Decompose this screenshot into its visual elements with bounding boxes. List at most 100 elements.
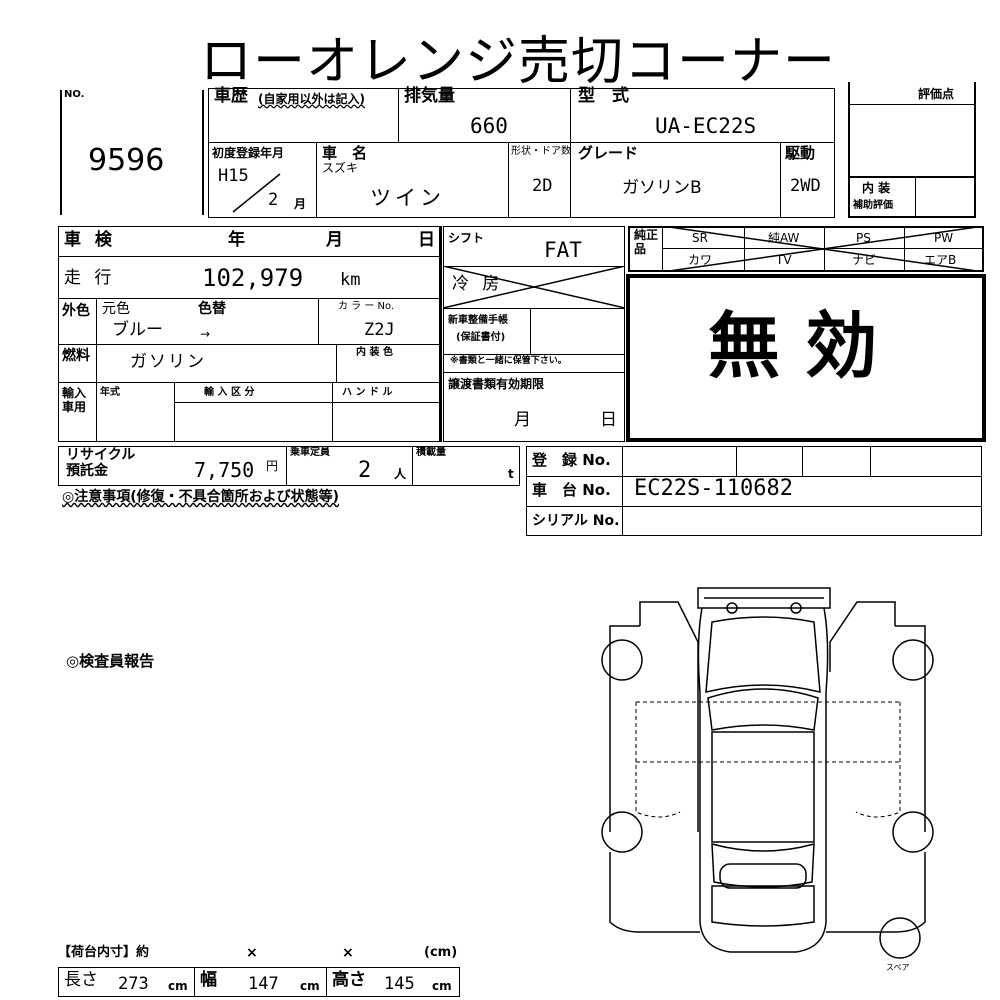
cargo-width-label: 幅 <box>200 970 217 990</box>
mileage-label: 走 行 <box>64 268 116 288</box>
color-code-label: カ ラ ー No. <box>338 301 395 312</box>
equip-pw: PW <box>934 231 954 245</box>
aircon-cross <box>443 266 625 308</box>
fuel-side-label: 燃料 <box>62 348 90 364</box>
equip-aw: 純AW <box>768 231 800 245</box>
spec-grid <box>58 226 440 442</box>
import-class-label: 輸 入 区 分 <box>204 387 255 398</box>
first-reg-month: 2 <box>268 190 279 210</box>
inspection-month: 月 <box>326 230 343 250</box>
history-label: 車歴 <box>214 86 248 106</box>
cargo-x2: × <box>342 945 354 961</box>
shift-value: FAT <box>544 238 582 262</box>
cargo-length-cm: cm <box>168 979 188 993</box>
void-stamp: 無 効 <box>708 304 878 388</box>
equipment-cross <box>662 226 984 272</box>
grade-label: グレード <box>578 144 639 162</box>
change-color-label: 色替 <box>198 301 226 317</box>
car-body-diagram <box>601 587 934 953</box>
rating-label: 評価点 <box>918 87 955 101</box>
registration-label: 登 録 No. <box>532 451 611 469</box>
inspection-year: 年 <box>228 230 245 250</box>
history-note: (自家用以外は記入) <box>258 92 365 106</box>
lot-number: 9596 <box>88 143 165 178</box>
lot-bracket <box>60 90 204 215</box>
load-unit: t <box>508 467 514 481</box>
displacement-value: 660 <box>470 114 508 138</box>
model-label: 型 式 <box>578 86 629 106</box>
service-book-note: ※書類と一緒に保管下さい。 <box>450 356 567 366</box>
cargo-width-cm: cm <box>300 979 320 993</box>
equipment-side-label: 純正品 <box>634 228 659 256</box>
aircon-label: 冷 房 <box>452 274 504 294</box>
serial-label: シリアル No. <box>532 513 620 529</box>
mileage-unit: km <box>340 270 361 290</box>
cargo-height-cm: cm <box>432 979 452 993</box>
cargo-heading: 【荷台内寸】約 <box>58 945 150 960</box>
recycle-unit: 円 <box>266 459 279 473</box>
void-stamp-box <box>626 274 986 442</box>
recycle-sub-label: 預託金 <box>66 463 108 479</box>
first-reg-label: 初度登録年月 <box>212 146 285 160</box>
import-side-label: 輸入車用 <box>62 386 87 414</box>
cargo-dimensions <box>58 967 460 997</box>
equipment-grid <box>628 226 984 272</box>
capacity-label: 乗車定員 <box>290 447 330 458</box>
service-book-sub: (保証書付) <box>456 332 506 343</box>
first-reg-year: H15 <box>218 166 249 186</box>
first-reg-slash <box>232 173 281 213</box>
inspection-label: 車 検 <box>64 230 116 250</box>
first-reg-month-unit: 月 <box>294 197 307 211</box>
car-name: ツイン <box>370 186 445 210</box>
chassis-value: EC22S-110682 <box>634 476 793 501</box>
transfer-label: 譲渡書類有効期限 <box>448 377 545 391</box>
equip-sr: SR <box>692 231 708 245</box>
rating-box <box>848 82 976 218</box>
drive-value: 2WD <box>790 176 821 196</box>
cargo-length: 273 <box>118 974 149 994</box>
equip-navi: ナビ <box>852 253 877 267</box>
color-code-value: Z2J <box>364 320 395 340</box>
registration-grid <box>526 446 982 536</box>
orig-color-label: 元色 <box>102 301 130 317</box>
upper-grid <box>208 88 835 218</box>
middle-grid <box>443 226 625 442</box>
grade-value: ガソリンB <box>622 178 702 198</box>
shift-label: シフト <box>448 231 485 245</box>
orig-color-value: ブルー <box>112 320 163 340</box>
recycle-value: 7,750 <box>194 458 255 482</box>
cargo-x1: × <box>246 945 258 961</box>
lot-no-label: NO. <box>64 89 85 100</box>
model-value: UA-EC22S <box>655 114 757 138</box>
cargo-height: 145 <box>384 974 415 994</box>
page-title: ローオレンジ売切コーナー <box>200 32 837 92</box>
interior-color-label: 内 装 色 <box>356 347 393 358</box>
inspector-heading: ◎検査員報告 <box>66 652 155 670</box>
import-year-label: 年式 <box>100 387 120 398</box>
doors-value: 2D <box>532 176 553 196</box>
chassis-label: 車 台 No. <box>532 481 611 499</box>
equip-leather: カワ <box>688 253 713 267</box>
capacity-unit: 人 <box>394 467 407 481</box>
cargo-height-label: 高さ <box>332 970 366 990</box>
color-side-label: 外色 <box>62 303 90 319</box>
transfer-month: 月 <box>514 410 531 430</box>
transfer-day: 日 <box>600 410 617 430</box>
color-arrow: → <box>200 327 211 341</box>
capacity-value: 2 <box>358 458 372 483</box>
cargo-unit: (cm) <box>424 945 458 960</box>
displacement-label: 排気量 <box>404 86 455 106</box>
equip-ps: PS <box>856 231 871 245</box>
equip-airbag: エアB <box>924 253 957 267</box>
car-name-label: 車 名 <box>322 144 368 162</box>
inspection-day: 日 <box>418 230 435 250</box>
recycle-label: リサイクル <box>66 447 136 463</box>
handle-label: ハ ン ド ル <box>342 387 393 398</box>
load-label: 積載量 <box>416 447 446 458</box>
cargo-width: 147 <box>248 974 279 994</box>
cargo-length-label: 長さ <box>64 970 98 990</box>
car-maker: スズキ <box>322 161 359 175</box>
fuel-value: ガソリン <box>130 352 206 372</box>
interior-sub-label: 補助評価 <box>853 200 893 211</box>
spare-tire-icon <box>879 917 921 959</box>
